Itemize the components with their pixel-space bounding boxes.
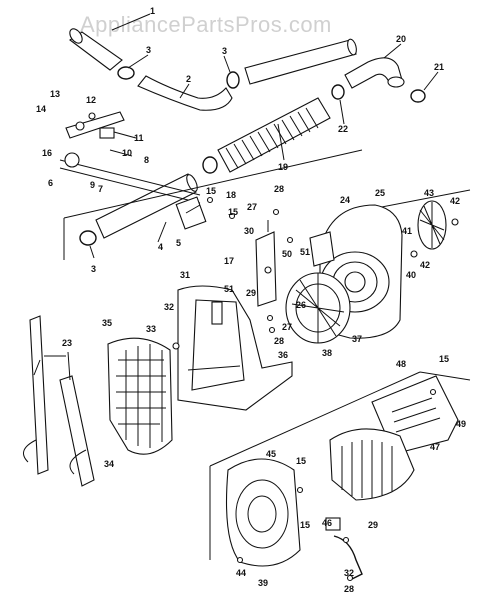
callout-10: 10 (122, 148, 132, 158)
handle-assembly (59, 111, 207, 230)
clamp (226, 71, 240, 89)
callout-47: 47 (430, 442, 440, 452)
callout-8: 8 (144, 155, 149, 165)
callout-12: 12 (86, 95, 96, 105)
clamp (79, 230, 97, 246)
callout-3: 3 (91, 264, 96, 274)
callout-22: 22 (338, 124, 348, 134)
callout-24: 24 (340, 195, 350, 205)
callout-15: 15 (228, 207, 238, 217)
callout-labels: 1 2 3 3 3 4 5 6 7 8 9 10 11 12 13 14 15 … (36, 6, 466, 594)
callout-29: 29 (368, 520, 378, 530)
callout-27: 27 (247, 202, 257, 212)
callout-11: 11 (134, 133, 144, 143)
fuel-line-32 (325, 517, 363, 581)
tube-assembly (69, 28, 426, 246)
callout-23: 23 (62, 338, 72, 348)
callout-39: 39 (258, 578, 268, 588)
callout-32: 32 (344, 568, 354, 578)
fan-impeller-43 (417, 200, 459, 250)
callout-30: 30 (244, 226, 254, 236)
callout-45: 45 (266, 449, 276, 459)
tube-2 (137, 75, 233, 111)
callout-28: 28 (344, 584, 354, 594)
callout-44: 44 (236, 568, 246, 578)
callout-21: 21 (434, 62, 444, 72)
flex-hose-19 (217, 97, 331, 173)
callout-46: 46 (322, 518, 332, 528)
callout-29: 29 (246, 288, 256, 298)
callout-26: 26 (296, 300, 306, 310)
callout-4: 4 (158, 242, 163, 252)
callout-7: 7 (98, 184, 103, 194)
callout-15: 15 (296, 456, 306, 466)
callout-50: 50 (282, 249, 292, 259)
screen-38 (285, 272, 351, 344)
leader-lines (33, 13, 439, 381)
callout-1: 1 (150, 6, 155, 16)
callout-6: 6 (48, 178, 53, 188)
callout-38: 38 (322, 348, 332, 358)
callout-5: 5 (176, 238, 181, 248)
clamp (117, 66, 135, 80)
clamp-21 (410, 89, 426, 103)
tube-long (244, 39, 357, 85)
callout-2: 2 (186, 74, 191, 84)
callout-15: 15 (206, 186, 216, 196)
callout-35: 35 (102, 318, 112, 328)
callout-17: 17 (224, 256, 234, 266)
callout-15: 15 (300, 520, 310, 530)
watermark: AppliancePartsPros.com (80, 12, 332, 37)
callout-51: 51 (224, 284, 234, 294)
callout-3: 3 (222, 46, 227, 56)
callout-27: 27 (282, 322, 292, 332)
callout-25: 25 (375, 188, 385, 198)
callout-19: 19 (278, 162, 288, 172)
callout-14: 14 (36, 104, 46, 114)
section-outline-lower (209, 371, 471, 560)
callout-28: 28 (274, 336, 284, 346)
bracket-30 (255, 220, 277, 307)
callout-33: 33 (146, 324, 156, 334)
callout-42: 42 (450, 196, 460, 206)
callout-42: 42 (420, 260, 430, 270)
callout-37: 37 (352, 334, 362, 344)
callout-9: 9 (90, 180, 95, 190)
callout-3: 3 (146, 45, 151, 55)
callout-36: 36 (278, 350, 288, 360)
callout-41: 41 (402, 226, 412, 236)
callout-16: 16 (42, 148, 52, 158)
callout-13: 13 (50, 89, 60, 99)
shoulder-strap-23 (23, 315, 95, 487)
callout-40: 40 (406, 270, 416, 280)
back-pad-35 (107, 337, 173, 455)
engine-block-47 (329, 428, 415, 501)
callout-43: 43 (424, 188, 434, 198)
callout-18: 18 (226, 190, 236, 200)
callout-34: 34 (104, 459, 114, 469)
callout-15: 15 (439, 354, 449, 364)
fasteners (172, 196, 437, 582)
callout-32: 32 (164, 302, 174, 312)
callout-20: 20 (396, 34, 406, 44)
tube-4 (95, 173, 197, 239)
callout-49: 49 (456, 419, 466, 429)
clamp-18 (202, 156, 218, 174)
callout-51: 51 (300, 247, 310, 257)
fan-case-45 (226, 458, 301, 567)
callout-31: 31 (180, 270, 190, 280)
frame-31 (177, 285, 293, 411)
clamp-22 (331, 84, 345, 100)
callout-48: 48 (396, 359, 406, 369)
callout-28: 28 (274, 184, 284, 194)
